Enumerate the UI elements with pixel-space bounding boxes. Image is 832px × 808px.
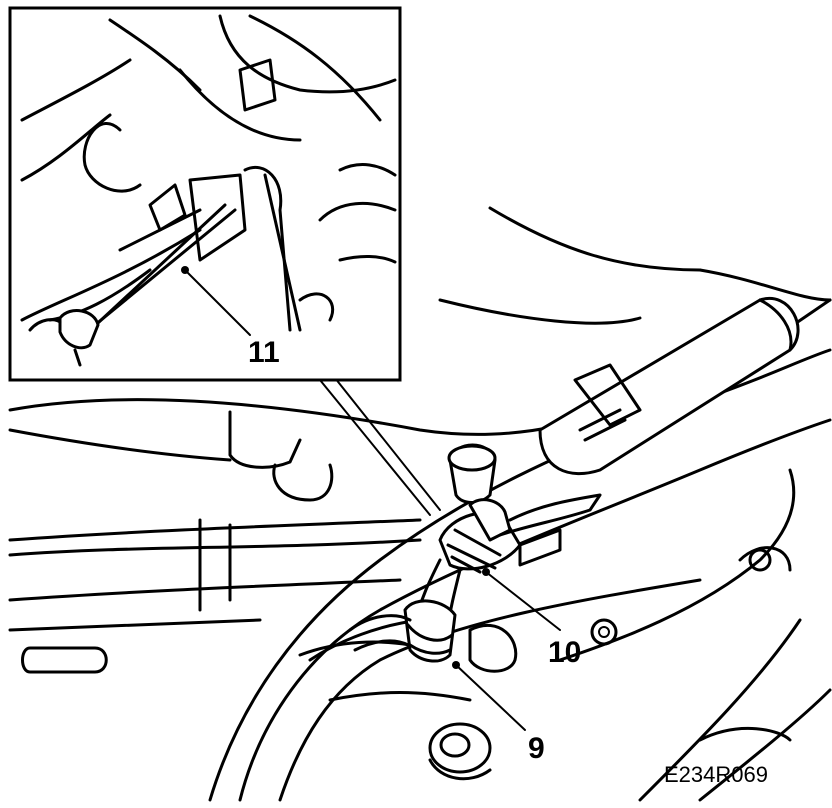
inset-detail [8,6,402,382]
callout-leader-10 [485,571,561,631]
main-scene [8,206,832,802]
callout-9: 9 [528,732,545,765]
callout-leader-11 [184,269,251,336]
callout-11: 11 [248,336,280,369]
callout-leader-9 [455,664,526,731]
figure-reference-code: E234R069 [664,762,768,787]
callout-10: 10 [548,636,581,669]
